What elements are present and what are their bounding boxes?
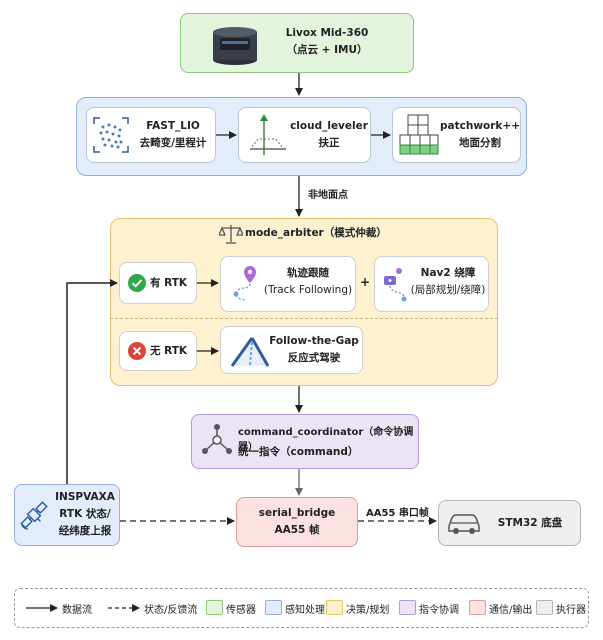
legend-swatch bbox=[326, 600, 343, 615]
leveler-subtitle: 扶正 bbox=[318, 137, 340, 149]
cross-circle-icon bbox=[127, 341, 147, 361]
ins-line2: RTK 状态/ bbox=[59, 508, 111, 520]
legend-swatch bbox=[399, 600, 416, 615]
hub-icon bbox=[200, 423, 234, 457]
legend-swatch-label: 指令协调 bbox=[419, 605, 459, 616]
edge-label-serial: AA55 串口帧 bbox=[366, 508, 429, 519]
check-circle-icon bbox=[127, 273, 147, 293]
coordinator-title: command_coordinator（命令协调器） bbox=[238, 427, 414, 453]
ground-segmentation-icon bbox=[398, 113, 440, 157]
nav2-subtitle: (局部规划/绕障) bbox=[410, 284, 486, 296]
legend-swatch bbox=[265, 600, 282, 615]
plus-sign: + bbox=[359, 275, 371, 289]
nav2-title: Nav2 绕障 bbox=[420, 267, 476, 279]
leveler-node bbox=[238, 107, 371, 163]
edge-label-nonground: 非地面点 bbox=[308, 190, 348, 201]
legend-swatch bbox=[536, 600, 553, 615]
patchwork-title: patchwork++ bbox=[440, 120, 520, 132]
rtk-available-label: 有 RTK bbox=[150, 277, 188, 289]
fastlio-subtitle: 去畸变/里程计 bbox=[139, 137, 207, 149]
legend-swatch-label: 决策/规划 bbox=[346, 605, 390, 616]
edge-ins-status bbox=[66, 279, 118, 484]
serial-subtitle: AA55 帧 bbox=[274, 524, 320, 536]
ftg-subtitle: 反应式驾驶 bbox=[287, 352, 341, 364]
legend-swatch-label: 传感器 bbox=[226, 605, 256, 616]
ftg-title: Follow-the-Gap bbox=[269, 335, 359, 347]
stm32-title: STM32 底盘 bbox=[497, 517, 563, 529]
ins-node bbox=[14, 484, 120, 546]
legend-swatch-label: 感知处理 bbox=[285, 605, 325, 616]
ins-line1: INSPVAXA bbox=[55, 491, 115, 503]
sensor-subtitle: （点云 + IMU） bbox=[286, 44, 368, 56]
legend-swatch bbox=[206, 600, 223, 615]
fastlio-title: FAST_LIO bbox=[146, 120, 200, 132]
track-title: 轨迹跟随 bbox=[287, 267, 329, 279]
legend-dashed-arrow-icon bbox=[108, 604, 140, 612]
serial-bridge-node bbox=[236, 497, 358, 547]
leveling-axes-icon bbox=[244, 111, 290, 159]
point-cloud-icon bbox=[91, 115, 131, 155]
lidar-icon bbox=[208, 18, 262, 68]
coordinator-subtitle: 统一指令（command） bbox=[238, 446, 359, 458]
rtk-unavailable-label: 无 RTK bbox=[150, 345, 188, 357]
arbiter-title: mode_arbiter（模式仲裁） bbox=[245, 227, 387, 239]
track-subtitle: (Track Following) bbox=[263, 284, 353, 296]
coordinator-node bbox=[191, 414, 419, 469]
leveler-title: cloud_leveler bbox=[290, 120, 368, 132]
track-following-node bbox=[220, 256, 356, 312]
car-icon bbox=[446, 510, 482, 536]
route-pin-icon bbox=[230, 264, 258, 304]
robot-avoidance-icon bbox=[380, 264, 410, 304]
serial-title: serial_bridge bbox=[258, 507, 336, 519]
ins-line3: 经纬度上报 bbox=[58, 525, 112, 537]
sensor-title: Livox Mid-360 bbox=[285, 27, 369, 39]
scale-icon bbox=[218, 223, 244, 245]
dashed-divider bbox=[110, 318, 498, 319]
road-gap-icon bbox=[230, 332, 270, 368]
satellite-icon bbox=[18, 499, 50, 531]
legend-data-flow: 数据流 bbox=[62, 605, 92, 616]
legend-status-flow: 状态/反馈流 bbox=[144, 605, 198, 616]
legend-solid-arrow-icon bbox=[26, 604, 58, 612]
legend-swatch bbox=[469, 600, 486, 615]
legend-swatch-label: 执行器 bbox=[556, 605, 586, 616]
fastlio-node bbox=[86, 107, 216, 163]
patchwork-subtitle: 地面分割 bbox=[459, 137, 501, 149]
legend-swatch-label: 通信/输出 bbox=[489, 605, 533, 616]
